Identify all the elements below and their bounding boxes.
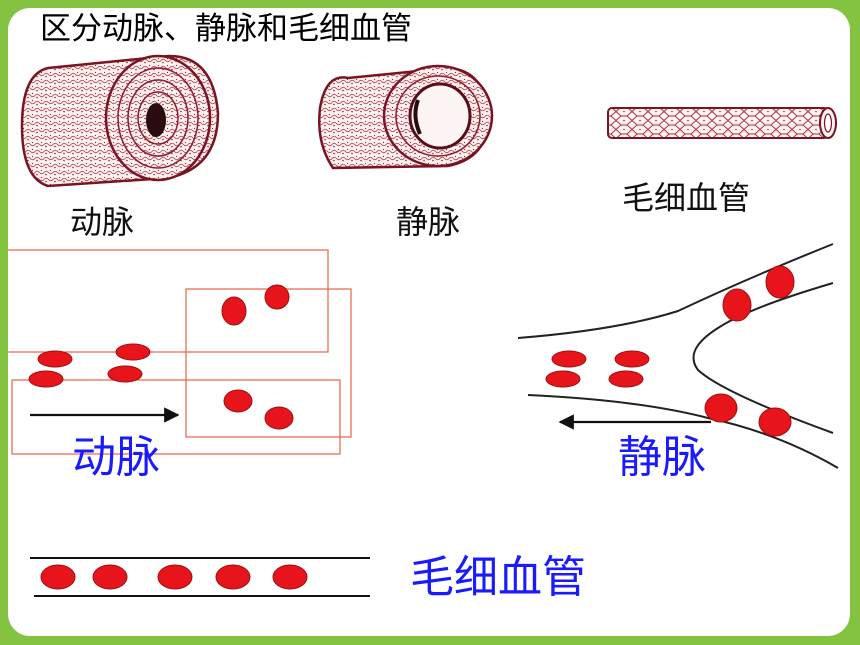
capillary-tube — [607, 107, 829, 139]
blood-cell — [40, 564, 76, 590]
vein-branch-inner — [692, 282, 834, 434]
blood-cell — [157, 564, 193, 590]
blood-cell — [765, 265, 795, 299]
capillary-diagram — [30, 557, 370, 597]
blood-cell — [551, 350, 587, 368]
vein-wall-upper — [517, 243, 834, 339]
capillary-diagram-label: 毛细血管 — [410, 552, 586, 603]
blood-cell — [92, 564, 128, 590]
artery-illustration — [20, 54, 220, 188]
blood-cell — [758, 407, 792, 437]
blood-cell — [704, 393, 738, 423]
blood-cell — [545, 370, 581, 388]
vein-figure-label: 静脉 — [396, 203, 461, 241]
vein-lumen — [408, 82, 472, 150]
blood-cell — [28, 370, 64, 388]
blood-cell — [614, 350, 650, 368]
artery-lumen — [146, 103, 166, 137]
blood-cell — [264, 406, 294, 430]
artery-diagram — [8, 249, 352, 455]
blood-cell — [223, 389, 253, 413]
capillary-illustration — [607, 107, 837, 139]
artery-diagram-label: 动脉 — [72, 432, 160, 483]
blood-cell — [107, 365, 143, 383]
vein-diagram — [517, 243, 839, 469]
capillary-figure-label: 毛细血管 — [622, 179, 751, 217]
blood-cell — [722, 288, 752, 322]
blood-cell — [37, 350, 73, 368]
slide-panel: 区分动脉、静脉和毛细血管 动脉 静脉 毛细血管 动脉 静脉 毛细血管 — [8, 8, 850, 636]
vein-wall-lower — [527, 394, 839, 469]
vein-diagram-label: 静脉 — [618, 432, 706, 483]
blood-cell — [115, 343, 151, 361]
slide-title: 区分动脉、静脉和毛细血管 — [40, 11, 412, 47]
diagram-canvas — [8, 54, 839, 597]
blood-cell — [264, 284, 290, 310]
blood-cell — [608, 370, 644, 388]
blood-cell — [272, 564, 308, 590]
blood-cell — [215, 564, 251, 590]
highlight-box-3 — [11, 379, 341, 455]
highlight-box-1 — [8, 249, 329, 353]
artery-figure-label: 动脉 — [70, 203, 135, 241]
blood-cell — [221, 296, 247, 326]
vein-illustration — [318, 64, 494, 170]
